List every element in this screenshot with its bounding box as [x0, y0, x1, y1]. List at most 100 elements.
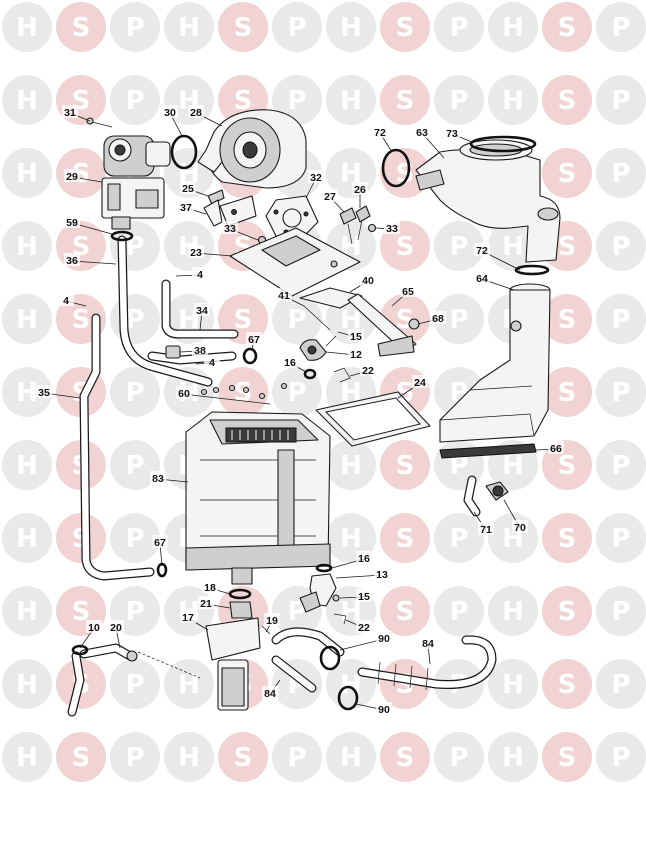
watermark-circle: [434, 294, 484, 344]
watermark-letter: H: [16, 232, 38, 262]
watermark-letter: P: [449, 232, 468, 262]
watermark-letter: S: [396, 13, 415, 43]
watermark-circle: [110, 732, 160, 782]
part-label-p72a: 72: [374, 127, 386, 139]
watermark-circle: [2, 294, 52, 344]
label-bg-p15a: [348, 329, 364, 342]
sensor-part-12: [299, 335, 337, 361]
watermark-letter: H: [502, 743, 524, 773]
watermark-circle: [326, 513, 376, 563]
part-label-p64: 64: [476, 273, 488, 285]
part-label-p90a: 90: [378, 633, 390, 645]
watermark-letter: H: [16, 743, 38, 773]
label-bg-p72a: [372, 125, 388, 138]
o-ring-part-67a: [242, 347, 258, 365]
label-bg-p90a: [376, 631, 392, 644]
part-label-p35: 35: [38, 387, 50, 399]
watermark-circle: [56, 513, 106, 563]
part-label-p72b: 72: [476, 245, 488, 257]
label-bg-p30: [162, 105, 178, 118]
part-label-p20: 20: [110, 622, 122, 634]
part-label-p31: 31: [64, 107, 76, 119]
part-label-p24: 24: [414, 377, 426, 389]
clip-part-25: [207, 189, 225, 205]
part-label-p26: 26: [354, 184, 366, 196]
watermark-letter: S: [558, 159, 577, 189]
watermark-circle: [542, 513, 592, 563]
part-label-p73: 73: [446, 128, 458, 140]
part-label-p19: 19: [266, 615, 278, 627]
watermark-circle: [110, 513, 160, 563]
watermark-letter: P: [611, 743, 630, 773]
label-bg-p4c: [204, 355, 220, 368]
label-bg-p20: [108, 620, 124, 633]
label-bg-p90b: [376, 702, 392, 715]
watermark-circle: [542, 148, 592, 198]
part-label-p41: 41: [278, 290, 290, 302]
watermark-letter: H: [16, 159, 38, 189]
watermark-circle: [2, 659, 52, 709]
label-bg-p68: [430, 311, 446, 324]
watermark-circle: [596, 440, 646, 490]
fitting-part-38: [165, 345, 181, 359]
label-bg-p70: [512, 520, 528, 533]
part-label-p27: 27: [324, 191, 336, 203]
part-label-p67b: 67: [154, 537, 166, 549]
watermark-circle: [596, 221, 646, 271]
part-label-p13: 13: [376, 569, 388, 581]
part-label-p16a: 16: [284, 357, 296, 369]
label-bg-p72b: [474, 243, 490, 256]
watermark-circle: [2, 732, 52, 782]
watermark-circle: [2, 221, 52, 271]
watermark-letter: S: [234, 13, 253, 43]
pump-part-17-18-19-21: [205, 588, 271, 711]
watermark-letter: S: [558, 305, 577, 335]
gas-valve-part-29: [101, 135, 171, 230]
label-bg-p16a: [282, 355, 298, 368]
part-label-p15a: 15: [350, 331, 362, 343]
watermark-letter: P: [611, 86, 630, 116]
watermark-letter: S: [234, 378, 253, 408]
watermark-circle: [110, 659, 160, 709]
watermark-letter: P: [611, 305, 630, 335]
part-label-p23: 23: [190, 247, 202, 259]
watermark-letter: P: [125, 597, 144, 627]
part-label-p4a: 4: [197, 269, 203, 281]
watermark-circle: [56, 732, 106, 782]
watermark-letter: P: [449, 524, 468, 554]
watermark-letter: H: [178, 670, 200, 700]
label-bg-p60: [176, 386, 192, 399]
watermark-circle: [218, 2, 268, 52]
label-bg-p15b: [356, 589, 372, 602]
screws-part-60: [199, 382, 288, 405]
watermark-circle: [2, 586, 52, 636]
watermark-letter: H: [340, 743, 362, 773]
label-bg-p22b: [356, 620, 372, 633]
watermark-letter: P: [449, 305, 468, 335]
label-bg-p33a: [222, 221, 238, 234]
watermark-circle: [110, 75, 160, 125]
label-bg-p40: [360, 273, 376, 286]
screw-part-41: [303, 305, 331, 331]
bracket-part-37: [203, 195, 257, 227]
watermark-circle: [596, 367, 646, 417]
watermark-circle: [434, 2, 484, 52]
watermark-letter: P: [287, 13, 306, 43]
label-bg-p29: [64, 169, 80, 182]
watermark-letter: P: [611, 13, 630, 43]
label-bg-p35: [36, 385, 52, 398]
o-ring-part-16a: [303, 368, 317, 380]
gasket-part-73: [469, 135, 537, 153]
watermark-circle: [596, 659, 646, 709]
watermark-circle: [164, 659, 214, 709]
watermark-circle: [542, 659, 592, 709]
part-label-p40: 40: [362, 275, 374, 287]
watermark-letter: P: [449, 451, 468, 481]
part-label-p21: 21: [200, 598, 212, 610]
part-label-p16b: 16: [358, 553, 370, 565]
label-bg-p84b: [262, 686, 278, 699]
part-label-p84a: 84: [422, 638, 434, 650]
